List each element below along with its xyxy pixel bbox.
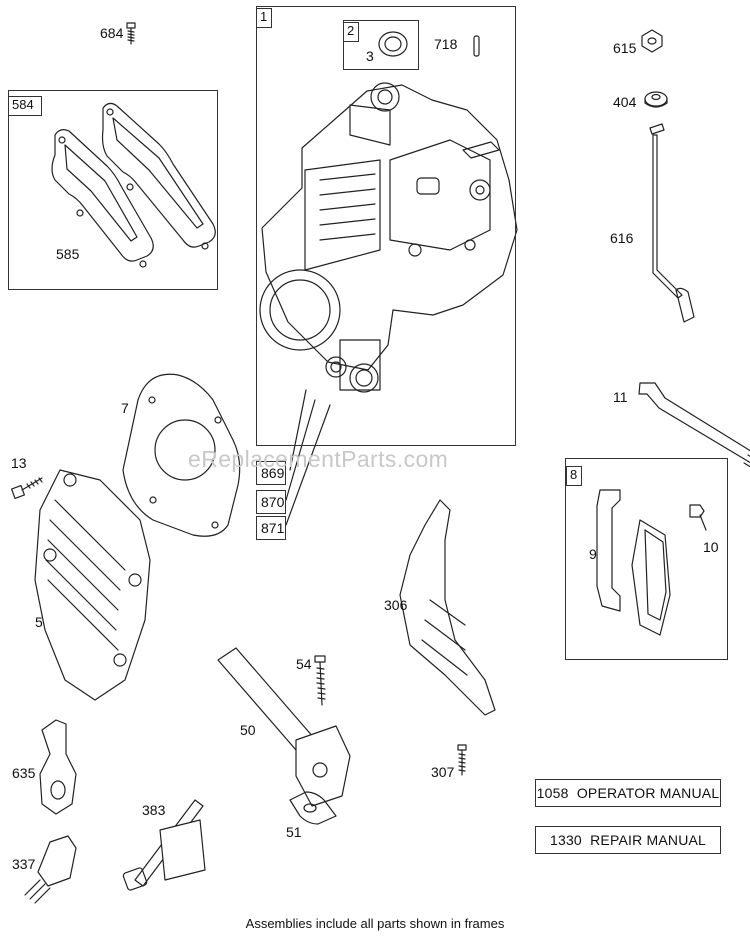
label-part-51: 51 [286, 824, 302, 840]
cylinder-assembly-tag: 1 [256, 8, 272, 28]
watermark-text: eReplacementParts.com [188, 446, 449, 472]
label-part-50: 50 [240, 722, 256, 738]
label-part-13: 13 [11, 455, 27, 471]
exhaust-gasket-tag: 8 [566, 466, 582, 486]
spark-plug-boot-drawing [39, 719, 77, 815]
operator-manual-number: 1058 [536, 785, 569, 801]
label-part-870: 870 [256, 490, 286, 514]
label-part-615: 615 [613, 40, 637, 56]
footer-note: Assemblies include all parts shown in fr… [245, 916, 505, 931]
label-part-7: 7 [121, 400, 129, 416]
label-part-54: 54 [296, 656, 312, 672]
label-part-307: 307 [431, 764, 455, 780]
operator-manual-box[interactable]: 1058 OPERATOR MANUAL [535, 779, 721, 807]
oil-fill-tube-drawing [638, 382, 750, 468]
cylinder-head-drawing [34, 469, 151, 701]
bolt-10-drawing [689, 504, 707, 531]
washer-404-drawing [644, 91, 668, 108]
intake-tube-drawing [217, 647, 351, 807]
cylinder-assembly-frame [256, 6, 516, 446]
bolt-13-drawing [10, 477, 43, 500]
leader-lines [285, 389, 331, 526]
screw-307-drawing [457, 744, 467, 776]
gasket-set-frame [8, 90, 218, 290]
air-guide-drawing [399, 499, 496, 716]
label-part-635: 635 [12, 765, 36, 781]
seal-assembly-tag: 2 [343, 22, 359, 42]
repair-manual-number: 1330 [549, 832, 582, 848]
nut-615-drawing [641, 29, 663, 53]
label-part-3: 3 [366, 48, 374, 64]
gasket-585-drawing [51, 102, 216, 268]
breather-drawing [596, 489, 671, 636]
repair-manual-title: REPAIR MANUAL [590, 832, 707, 848]
label-part-585: 585 [56, 246, 80, 262]
operator-manual-title: OPERATOR MANUAL [576, 785, 720, 801]
seal-assembly-frame [343, 20, 419, 70]
tool-383-drawing [122, 799, 206, 891]
label-part-684: 684 [100, 25, 124, 41]
intake-gasket-drawing [289, 791, 337, 825]
dipstick-drawing [649, 123, 695, 323]
spark-plug-drawing [24, 835, 77, 904]
cylinder-block-drawing [259, 82, 518, 393]
label-part-11: 11 [613, 389, 628, 405]
label-part-616: 616 [610, 230, 634, 246]
pin-718-drawing [473, 35, 480, 57]
label-part-869: 869 [256, 461, 286, 485]
label-part-9: 9 [589, 546, 597, 562]
label-part-10: 10 [703, 539, 719, 555]
label-part-383: 383 [142, 802, 166, 818]
label-part-306: 306 [384, 597, 408, 613]
screw-684-drawing [126, 22, 136, 45]
repair-manual-box[interactable]: 1330 REPAIR MANUAL [535, 826, 721, 854]
exhaust-gasket-frame [565, 458, 728, 660]
label-part-337: 337 [12, 856, 36, 872]
cylinder-gasket-drawing [122, 373, 241, 537]
label-part-404: 404 [613, 94, 637, 110]
label-part-5: 5 [35, 614, 43, 630]
gasket-set-tag: 584 [8, 96, 42, 116]
label-part-718: 718 [434, 36, 458, 52]
label-part-871: 871 [256, 516, 286, 540]
seal-3-drawing [378, 31, 408, 57]
screw-54-drawing [314, 655, 326, 706]
